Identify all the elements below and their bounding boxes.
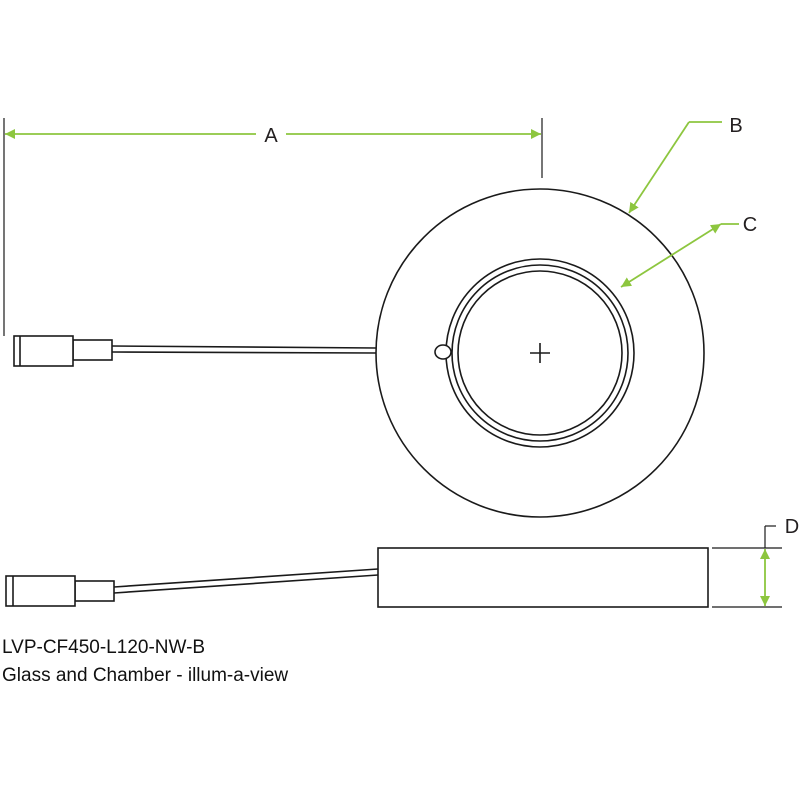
dimension-a — [3, 118, 543, 336]
housing-side — [377, 547, 709, 608]
product-description: Glass and Chamber - illum-a-view — [2, 665, 289, 686]
top-cable-strain-relief — [72, 339, 113, 361]
dimension-a-label: A — [264, 125, 278, 147]
top-view — [13, 188, 705, 518]
dimension-d — [712, 525, 782, 608]
dimension-d-label: D — [785, 516, 799, 538]
side-cable-strain-relief — [74, 580, 115, 602]
dimension-c-leader — [620, 223, 722, 288]
dimension-b-leader — [628, 121, 690, 214]
side-view — [5, 547, 709, 608]
dimension-c-label: C — [743, 214, 757, 236]
top-connector — [13, 335, 74, 367]
glass-window — [457, 270, 623, 436]
side-connector — [5, 575, 76, 607]
dimension-b-label: B — [729, 115, 742, 137]
dimension-c — [620, 223, 739, 288]
inner-ring-middle-edge — [451, 264, 629, 442]
side-cable — [5, 568, 379, 607]
center-mark — [530, 343, 550, 363]
dimension-b — [628, 121, 722, 214]
top-cable — [13, 335, 377, 367]
chamber-port — [434, 344, 452, 360]
model-number: LVP-CF450-L120-NW-B — [2, 637, 206, 658]
